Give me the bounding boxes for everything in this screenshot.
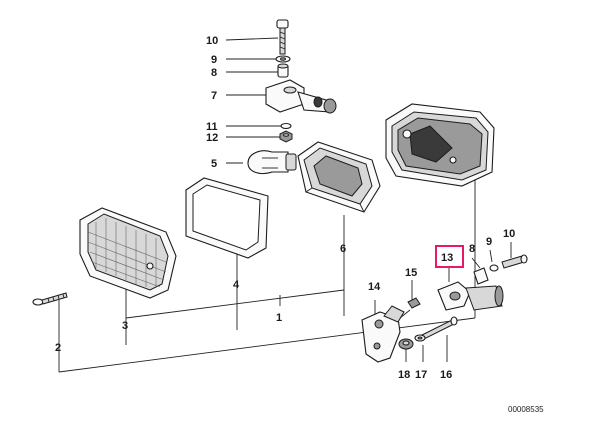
highlight-box [435, 245, 464, 268]
bulb-socket-7 [265, 79, 337, 114]
screw-15 [399, 297, 421, 319]
lamp-housing [385, 103, 495, 187]
reflector-6 [297, 141, 381, 213]
callout-13: 13 [441, 252, 453, 264]
reference-number: 00008535 [508, 405, 544, 414]
washer-9-right [489, 264, 499, 272]
callout-10-top: 10 [206, 35, 218, 47]
callout-8-top: 8 [211, 67, 217, 79]
screw-10-right [501, 254, 528, 269]
callout-8-right: 8 [469, 243, 475, 255]
callout-11: 11 [206, 121, 218, 133]
grommet-18 [398, 338, 414, 350]
screw-10-top [276, 19, 289, 55]
bracket-14 [361, 305, 405, 363]
washer-9-top [275, 55, 291, 63]
callout-15: 15 [405, 267, 417, 279]
callouts: 10 9 8 7 11 12 5 6 4 1 3 2 13 8 9 10 15 … [55, 35, 515, 381]
callout-16: 16 [440, 369, 452, 381]
mount-13 [437, 281, 504, 311]
callout-7: 7 [211, 90, 217, 102]
nut-12 [279, 130, 293, 143]
bulb-5 [247, 150, 297, 175]
callout-9-top: 9 [211, 54, 217, 66]
screw-16 [419, 316, 458, 341]
callout-5: 5 [211, 158, 217, 170]
callout-6: 6 [340, 243, 346, 255]
lens-3 [79, 207, 177, 299]
callout-3: 3 [122, 320, 128, 332]
callout-2: 2 [55, 342, 61, 354]
screw-2 [32, 292, 68, 306]
callout-9-right: 9 [486, 236, 492, 248]
callout-1: 1 [276, 312, 282, 324]
callout-4: 4 [233, 279, 240, 291]
spacer-8-right [473, 267, 489, 285]
gasket-4 [185, 177, 269, 259]
callout-18: 18 [398, 369, 410, 381]
callout-10-right: 10 [503, 228, 515, 240]
callout-17: 17 [415, 369, 427, 381]
callout-12: 12 [206, 132, 218, 144]
washer-17 [414, 334, 426, 342]
callout-14: 14 [368, 281, 381, 293]
nut-11 [280, 122, 292, 130]
spacer-8-top [277, 63, 289, 78]
